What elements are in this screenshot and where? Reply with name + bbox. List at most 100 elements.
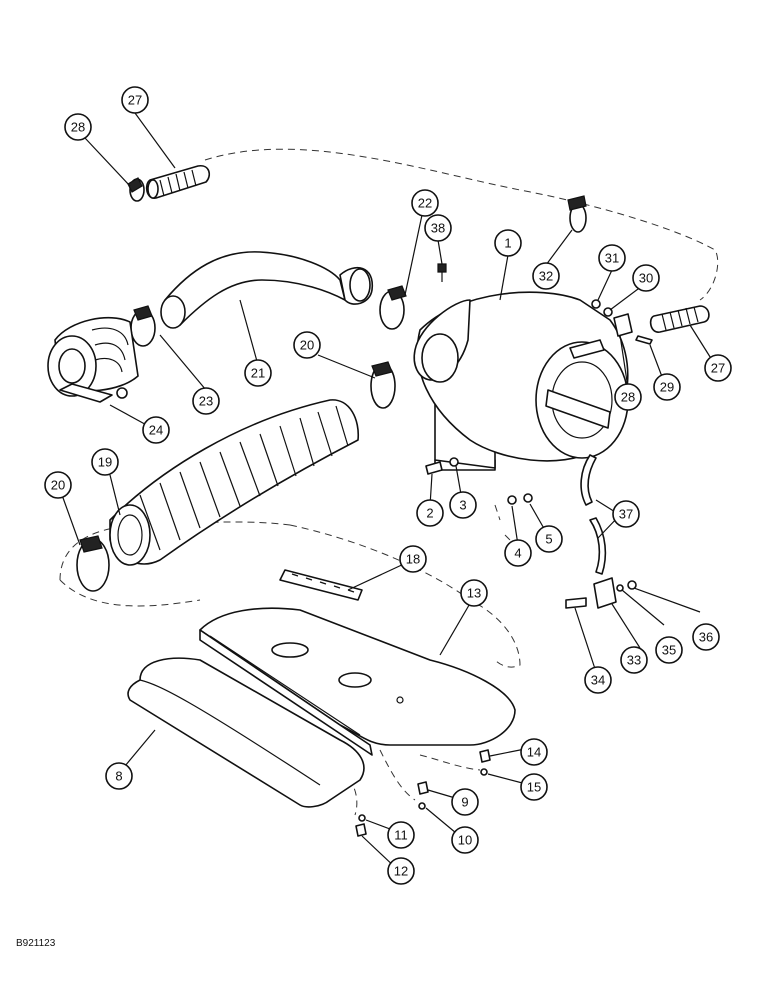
leader-lines	[61, 112, 713, 871]
clamp-28-right	[613, 313, 633, 337]
hose-37	[580, 454, 607, 575]
callout-label: 13	[467, 586, 481, 601]
callout-31: 31	[598, 244, 626, 272]
callout-20a: 20	[293, 331, 321, 359]
bolt-12	[355, 823, 367, 837]
nut-36	[627, 580, 637, 590]
callout-label: 15	[527, 780, 541, 795]
bolt-34	[565, 597, 587, 609]
callout-label: 36	[699, 630, 713, 645]
callout-label: 30	[639, 271, 653, 286]
upper-clamp-28	[127, 177, 145, 202]
clamp-32	[567, 195, 587, 233]
washer-10	[418, 802, 426, 810]
callout-20b: 20	[44, 471, 72, 499]
callout-27b: 27	[704, 354, 732, 382]
callout-label: 35	[662, 643, 676, 658]
callout-15: 15	[520, 773, 548, 801]
pre-cleaner-24	[47, 316, 139, 403]
callout-label: 14	[527, 745, 541, 760]
clamp-20-lower	[76, 535, 110, 592]
washer-15	[480, 768, 488, 776]
callout-12: 12	[387, 857, 415, 885]
callout-label: 27	[711, 361, 725, 376]
callout-label: 10	[458, 833, 472, 848]
corrugated-hose-19	[109, 399, 360, 566]
callout-3: 3	[449, 491, 477, 519]
callout-8: 8	[105, 762, 133, 790]
clamp-22	[379, 285, 407, 330]
callout-22: 22	[411, 189, 439, 217]
callout-label: 24	[149, 423, 163, 438]
callout-1: 1	[494, 229, 522, 257]
callout-14: 14	[520, 738, 548, 766]
callout-19: 19	[91, 448, 119, 476]
callout-label: 1	[504, 236, 511, 251]
intake-tube-21	[160, 251, 373, 329]
clamp-20-upper	[370, 361, 396, 409]
callout-label: 33	[627, 653, 641, 668]
duct-13	[199, 607, 516, 756]
callout-21: 21	[244, 359, 272, 387]
callout-label: 20	[300, 338, 314, 353]
washer-11	[358, 814, 366, 822]
callout-4: 4	[504, 539, 532, 567]
callout-28b: 28	[614, 383, 642, 411]
callout-5: 5	[535, 525, 563, 553]
callout-32: 32	[532, 262, 560, 290]
screw-38	[437, 263, 447, 282]
callout-label: 19	[98, 455, 112, 470]
callout-label: 31	[605, 251, 619, 266]
callout-24: 24	[142, 416, 170, 444]
callout-label: 29	[660, 380, 674, 395]
callout-label: 4	[514, 546, 521, 561]
washer-35	[616, 584, 624, 592]
callout-label: 8	[115, 769, 122, 784]
callout-10: 10	[451, 826, 479, 854]
callout-label: 34	[591, 673, 605, 688]
callout-label: 2	[426, 506, 433, 521]
washer-4	[507, 495, 517, 505]
bolt-14	[479, 749, 491, 763]
callout-34: 34	[584, 666, 612, 694]
callout-label: 12	[394, 864, 408, 879]
callout-38: 38	[424, 214, 452, 242]
callout-37: 37	[612, 500, 640, 528]
callout-label: 28	[621, 390, 635, 405]
filter-strip-18	[279, 569, 363, 601]
callout-13: 13	[460, 579, 488, 607]
callout-29: 29	[653, 373, 681, 401]
callout-label: 20	[51, 478, 65, 493]
upper-hose-27	[145, 165, 211, 199]
clamp-23	[130, 305, 156, 347]
diagram-code: B921123	[16, 938, 56, 949]
callout-23: 23	[192, 387, 220, 415]
callout-28a: 28	[64, 113, 92, 141]
callout-label: 3	[459, 498, 466, 513]
nut-5	[523, 493, 533, 503]
valve-33	[593, 577, 617, 609]
air-cleaner-housing-1	[413, 291, 629, 471]
callout-36: 36	[692, 623, 720, 651]
callout-11: 11	[387, 821, 415, 849]
bolt-2	[425, 461, 443, 475]
callout-30: 30	[632, 264, 660, 292]
callout-33: 33	[620, 646, 648, 674]
callout-label: 28	[71, 120, 85, 135]
washer-3	[449, 457, 459, 467]
callout-label: 9	[461, 795, 468, 810]
bolt-9	[417, 781, 429, 795]
callout-27a: 27	[121, 86, 149, 114]
callout-label: 5	[545, 532, 552, 547]
hose-27-right	[649, 305, 710, 333]
cover-8	[127, 657, 365, 808]
callout-35: 35	[655, 636, 683, 664]
callout-label: 18	[406, 552, 420, 567]
callout-label: 22	[418, 196, 432, 211]
callout-label: 23	[199, 394, 213, 409]
callout-2: 2	[416, 499, 444, 527]
callout-9: 9	[451, 788, 479, 816]
callout-label: 21	[251, 366, 265, 381]
callout-label: 38	[431, 221, 445, 236]
